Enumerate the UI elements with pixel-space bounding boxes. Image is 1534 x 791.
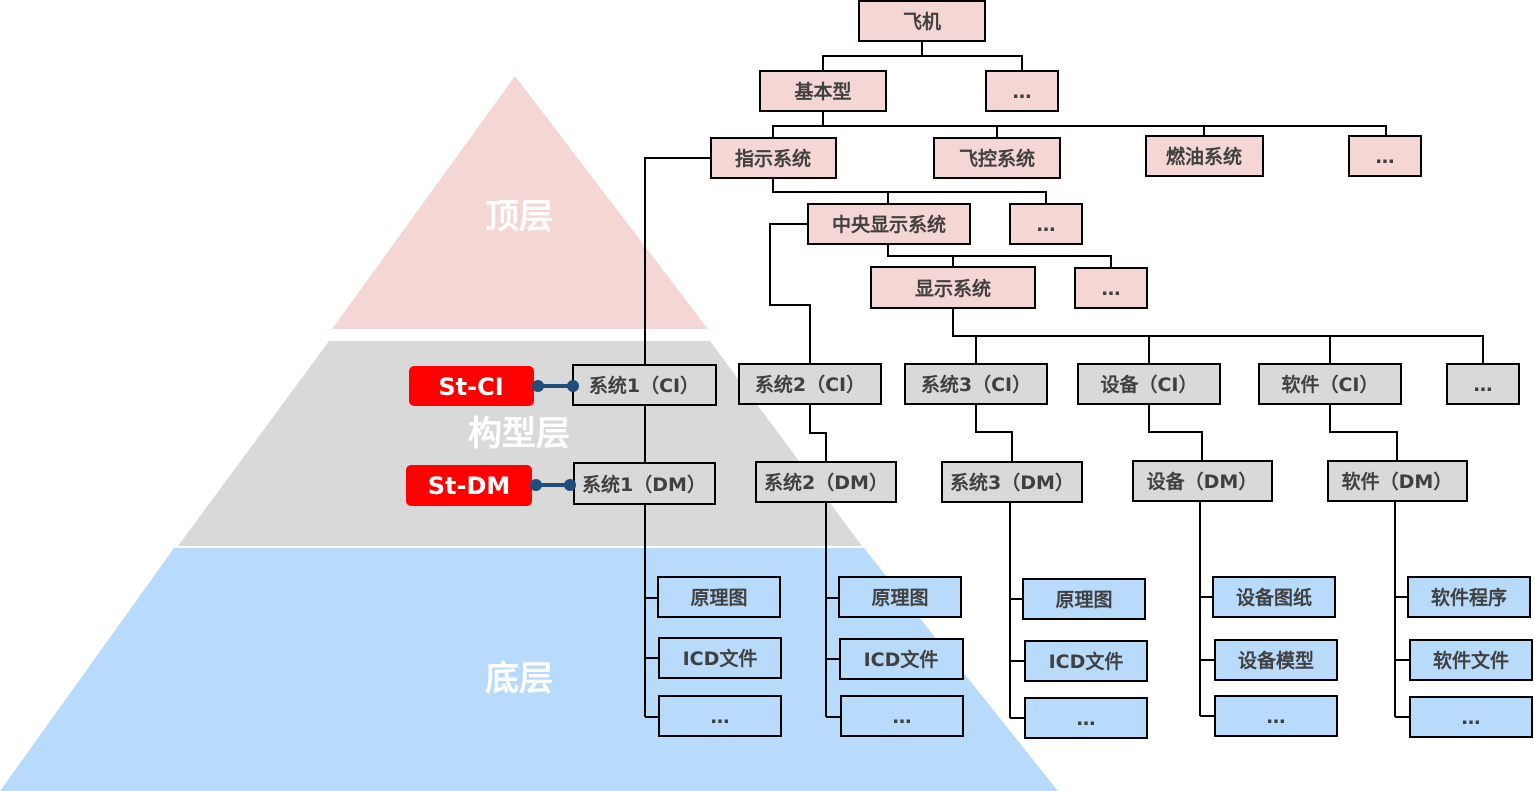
bottom-layer-label: 底层: [485, 659, 553, 699]
svg-text:飞控系统: 飞控系统: [959, 147, 1035, 170]
node-equipment-ci: 设备（CI）: [1077, 363, 1221, 405]
node-aircraft: 飞机: [858, 0, 986, 42]
doc-col3-item1: 原理图: [1022, 578, 1146, 620]
node-ellipsis-2: …: [1348, 135, 1422, 177]
doc-col5-item2: 软件文件: [1409, 639, 1533, 681]
doc-col1-item1: 原理图: [657, 576, 781, 618]
svg-text:…: …: [1462, 707, 1481, 729]
doc-col2-item2: ICD文件: [839, 638, 964, 680]
node-system2-ci: 系统2（CI）: [738, 363, 882, 405]
svg-text:显示系统: 显示系统: [915, 277, 991, 300]
svg-text:ICD文件: ICD文件: [683, 647, 758, 670]
doc-col4-item3: …: [1214, 695, 1338, 737]
node-system1-ci: 系统1（CI）: [572, 364, 717, 406]
svg-text:原理图: 原理图: [1055, 589, 1112, 611]
svg-text:系统3（DM）: 系统3（DM）: [950, 471, 1074, 494]
node-software-ci: 软件（CI）: [1258, 363, 1402, 405]
doc-col5-item1: 软件程序: [1407, 576, 1531, 618]
doc-col2-item1: 原理图: [838, 576, 962, 618]
doc-col2-item3: …: [840, 695, 964, 737]
st-dm-link: [530, 479, 576, 491]
svg-text:设备图纸: 设备图纸: [1236, 586, 1312, 609]
connector-lines: [644, 41, 1484, 719]
doc-col4-item2: 设备模型: [1214, 639, 1338, 681]
svg-text:系统1（DM）: 系统1（DM）: [582, 473, 706, 496]
doc-col1-item3: …: [658, 695, 782, 737]
svg-text:…: …: [1037, 214, 1056, 236]
svg-text:…: …: [1013, 81, 1032, 103]
node-system3-dm: 系统3（DM）: [941, 461, 1083, 503]
node-system3-ci: 系统3（CI）: [904, 363, 1048, 405]
svg-text:软件程序: 软件程序: [1431, 586, 1507, 609]
st-ci-tag: St-CI: [409, 366, 534, 406]
config-layer-label: 构型层: [468, 414, 570, 454]
svg-text:…: …: [1077, 708, 1096, 730]
svg-text:飞机: 飞机: [903, 11, 941, 33]
doc-col3-item3: …: [1024, 697, 1148, 739]
doc-col3-item2: ICD文件: [1024, 640, 1148, 682]
st-ci-link: [532, 380, 579, 392]
svg-text:…: …: [893, 706, 912, 728]
top-layer-band: [332, 76, 708, 329]
node-ellipsis-3: …: [1009, 203, 1083, 245]
bottom-layer-band: [0, 548, 1058, 791]
svg-text:系统3（CI）: 系统3（CI）: [921, 373, 1031, 396]
svg-text:设备（CI）: 设备（CI）: [1100, 373, 1197, 396]
svg-text:软件（DM）: 软件（DM）: [1342, 470, 1453, 493]
node-ellipsis-4: …: [1074, 267, 1148, 309]
svg-text:原理图: 原理图: [690, 587, 747, 609]
node-display-system: 显示系统: [870, 266, 1036, 309]
svg-text:系统2（DM）: 系统2（DM）: [764, 471, 888, 494]
doc-col4-item1: 设备图纸: [1212, 576, 1336, 618]
svg-text:…: …: [1102, 278, 1121, 300]
svg-text:…: …: [1474, 374, 1493, 396]
node-system1-dm: 系统1（DM）: [573, 462, 716, 505]
svg-text:指示系统: 指示系统: [735, 147, 811, 170]
svg-text:设备模型: 设备模型: [1238, 649, 1314, 672]
node-indication-system: 指示系统: [710, 137, 837, 179]
svg-text:软件文件: 软件文件: [1433, 649, 1509, 672]
svg-text:设备（DM）: 设备（DM）: [1147, 470, 1258, 493]
node-basic-model: 基本型: [759, 70, 887, 112]
node-software-dm: 软件（DM）: [1327, 460, 1468, 502]
svg-text:…: …: [1267, 706, 1286, 728]
node-ellipsis-1: …: [985, 70, 1059, 112]
doc-col1-item2: ICD文件: [658, 637, 782, 679]
node-equipment-dm: 设备（DM）: [1132, 460, 1273, 502]
svg-text:系统1（CI）: 系统1（CI）: [589, 374, 699, 397]
svg-text:ICD文件: ICD文件: [1049, 650, 1124, 673]
st-dm-tag: St-DM: [406, 465, 532, 506]
node-fuel-system: 燃油系统: [1145, 135, 1264, 177]
node-system2-dm: 系统2（DM）: [755, 461, 897, 503]
svg-text:原理图: 原理图: [871, 587, 928, 609]
svg-text:系统2（CI）: 系统2（CI）: [755, 373, 865, 396]
svg-text:燃油系统: 燃油系统: [1166, 145, 1242, 168]
svg-text:ICD文件: ICD文件: [864, 648, 939, 671]
svg-text:…: …: [711, 706, 730, 728]
svg-text:中央显示系统: 中央显示系统: [832, 213, 946, 236]
top-layer-label: 顶层: [485, 197, 553, 237]
doc-col5-item3: …: [1409, 696, 1533, 738]
node-flight-control: 飞控系统: [933, 137, 1061, 179]
node-ellipsis-ci: …: [1446, 363, 1520, 405]
node-central-display: 中央显示系统: [807, 203, 971, 245]
svg-text:St-DM: St-DM: [428, 472, 511, 500]
svg-text:基本型: 基本型: [793, 80, 851, 103]
svg-text:…: …: [1376, 146, 1395, 168]
svg-text:软件（CI）: 软件（CI）: [1281, 373, 1378, 396]
svg-text:St-CI: St-CI: [438, 373, 503, 401]
